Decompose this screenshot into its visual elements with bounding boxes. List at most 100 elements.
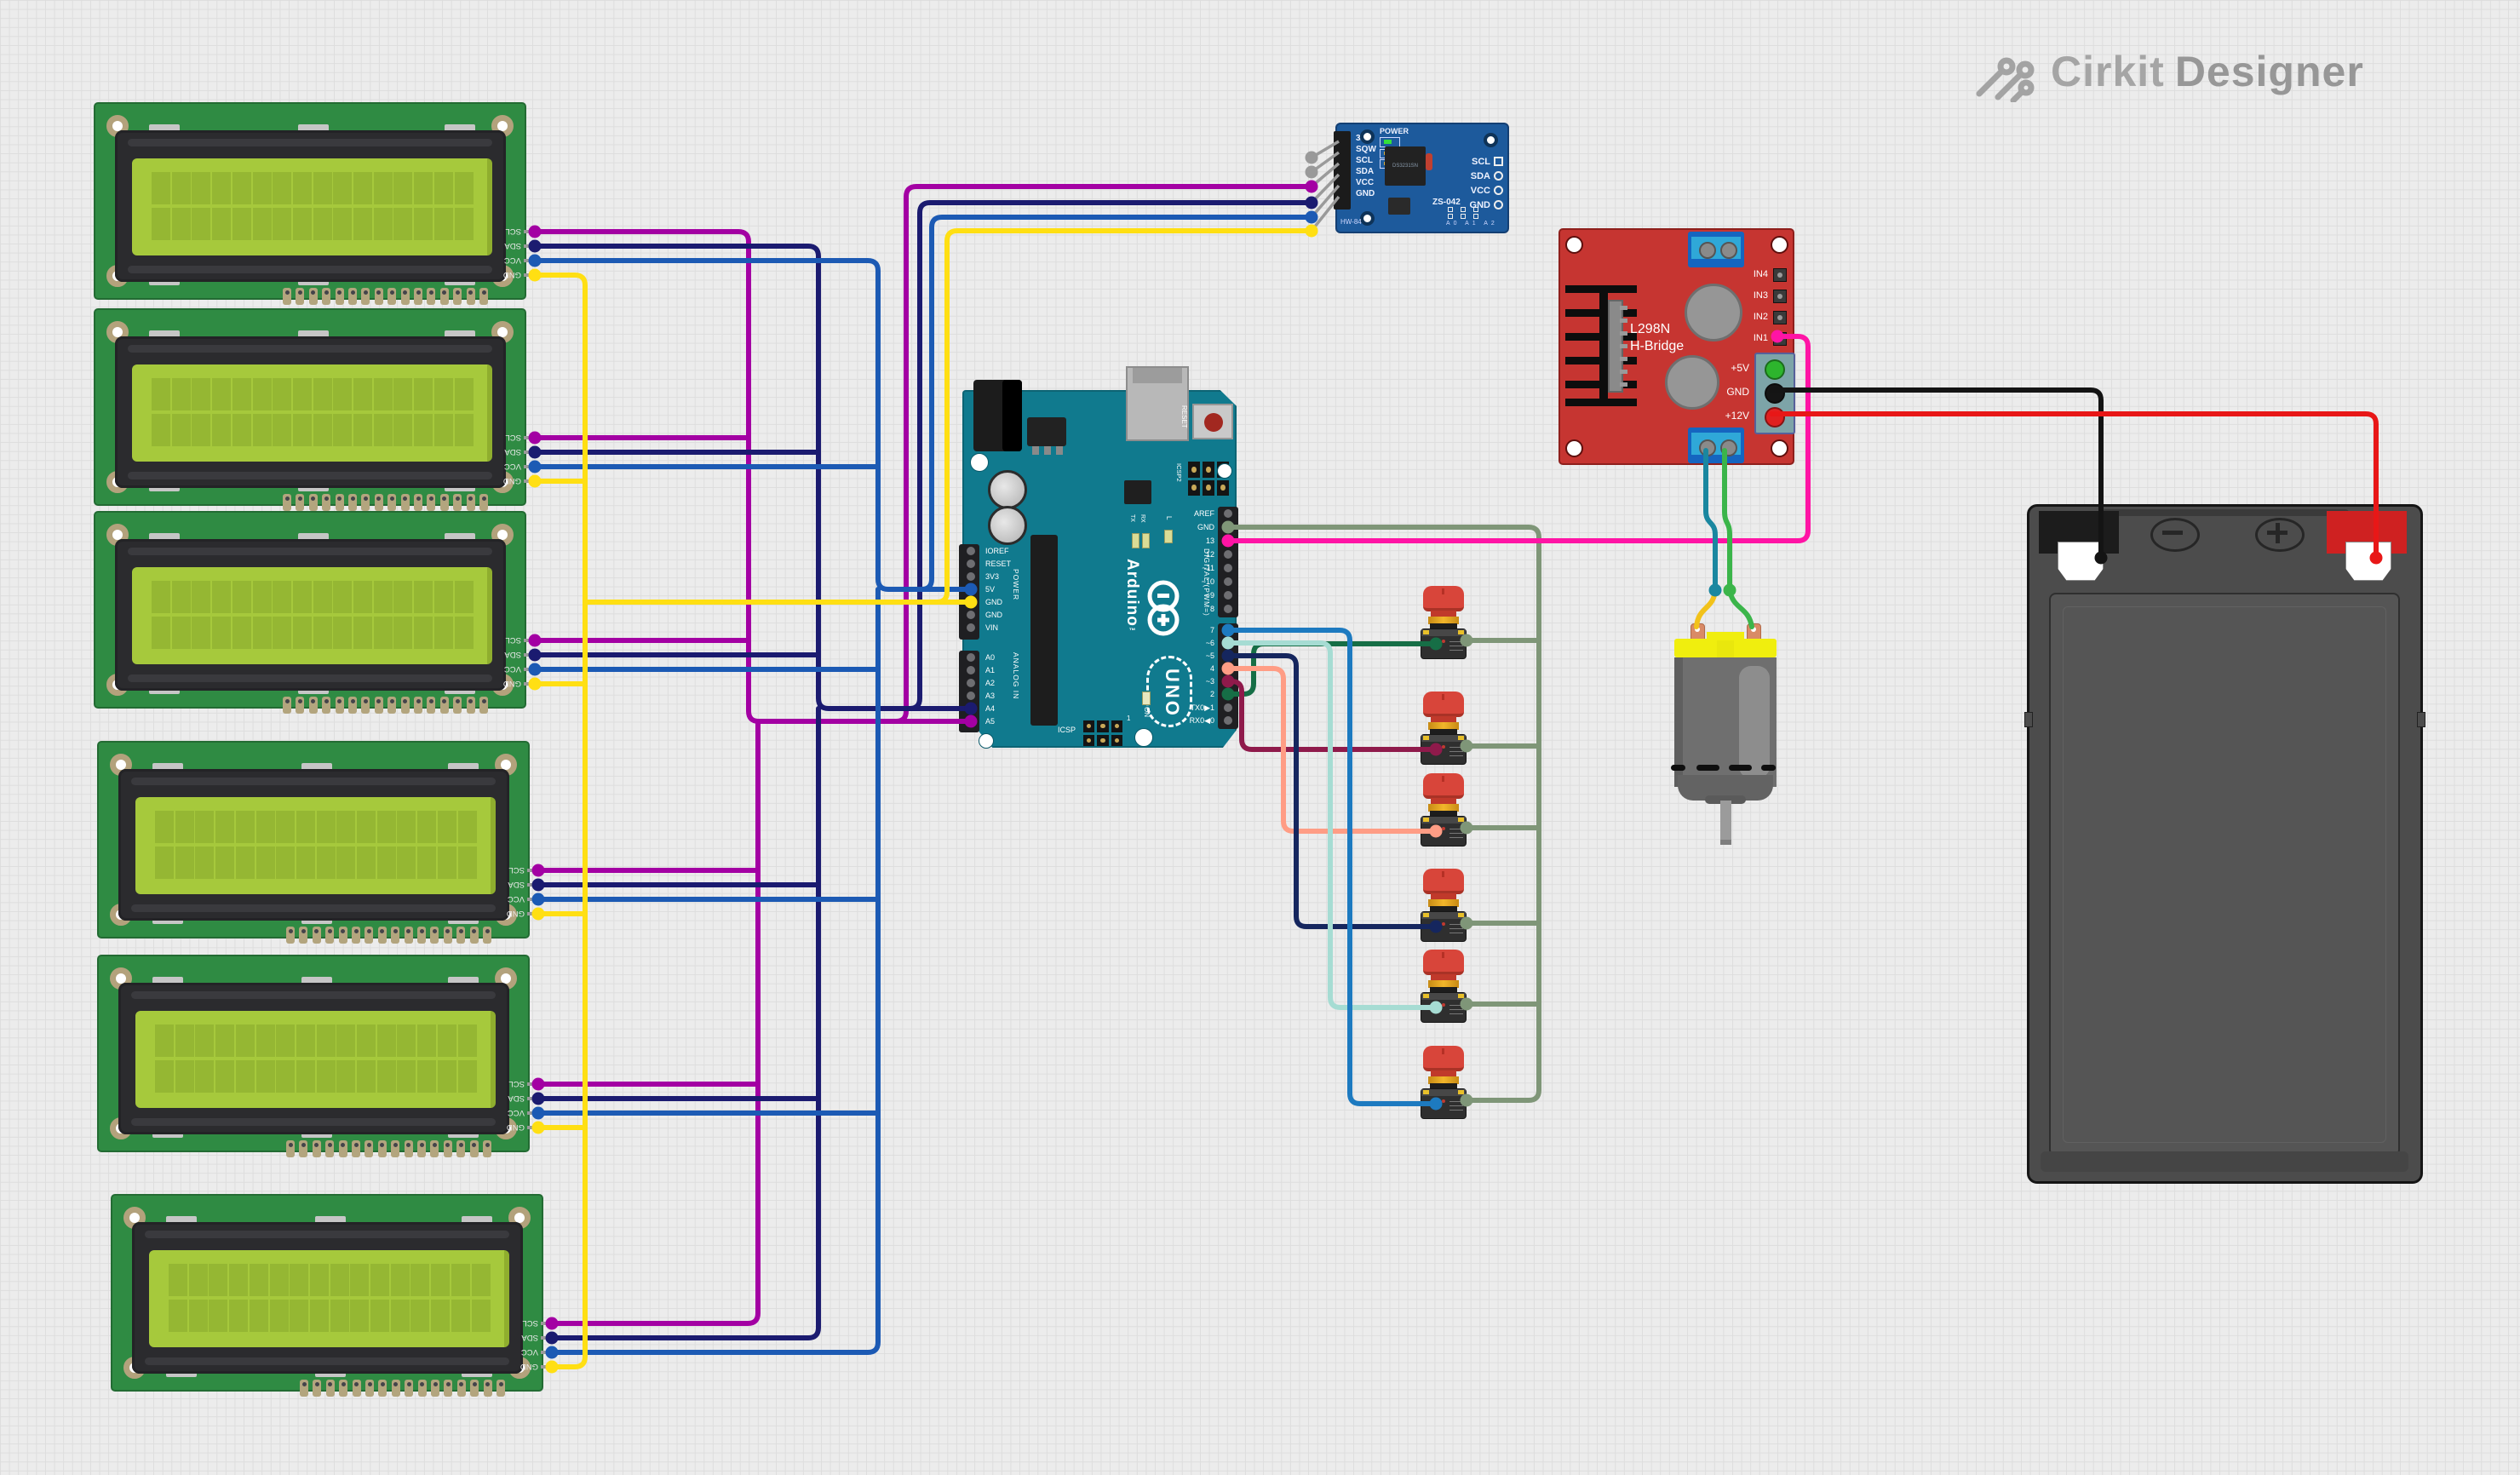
lcd-pin-label: SDA xyxy=(504,241,521,250)
lcd-char-cell xyxy=(192,617,211,649)
pin-label-analog: A3 xyxy=(985,692,996,700)
push-button-6[interactable] xyxy=(1420,1046,1467,1121)
lcd-char-cell xyxy=(333,378,353,410)
lcd-pin xyxy=(322,697,331,714)
l298n-in-pin[interactable] xyxy=(1773,311,1787,324)
wire-vcc-bus-lower[interactable] xyxy=(549,587,881,1355)
lcd-char-cell xyxy=(290,1300,309,1332)
wire-d3-btn2[interactable] xyxy=(1226,679,1438,752)
wire-d7-btn6[interactable] xyxy=(1226,628,1438,1106)
lcd-pin xyxy=(427,494,436,511)
lcd-pin xyxy=(431,1380,439,1397)
push-button-3[interactable] xyxy=(1420,773,1467,848)
bezel-tab xyxy=(315,1216,346,1224)
lcd-char-cell xyxy=(357,811,376,843)
wire-gnd-rtc[interactable] xyxy=(934,228,1314,605)
l298n-in-pin[interactable] xyxy=(1773,268,1787,282)
wire-battery-neg[interactable] xyxy=(1769,387,2104,560)
button-cap[interactable] xyxy=(1423,1046,1464,1071)
dc-motor[interactable] xyxy=(1669,618,1782,845)
lcd-screen xyxy=(132,364,492,462)
lcd-char-cell xyxy=(249,1300,268,1332)
lcd-char-cell xyxy=(336,847,356,879)
wire-scl-rtc[interactable] xyxy=(893,184,1314,724)
wire-sda-rtc[interactable] xyxy=(907,200,1314,711)
wire-vcc-bus-upper[interactable] xyxy=(532,258,973,592)
lcd-pin xyxy=(352,927,360,944)
button-cap[interactable] xyxy=(1423,950,1464,975)
bezel-tab xyxy=(166,1216,197,1224)
lcd-char-cell xyxy=(336,1060,356,1093)
wire-sda-bus-upper[interactable] xyxy=(532,244,973,711)
push-button-5[interactable] xyxy=(1420,950,1467,1024)
lcd-char-cell xyxy=(410,1300,430,1332)
push-button-4[interactable] xyxy=(1420,869,1467,944)
rtc-right-pad xyxy=(1494,200,1503,209)
lcd-char-cell xyxy=(353,172,372,204)
wire-d6-btn5[interactable] xyxy=(1226,640,1438,1010)
lcd-pin-label: SDA xyxy=(504,447,521,456)
lcd-char-cell xyxy=(273,617,292,649)
push-button-2[interactable] xyxy=(1420,692,1467,766)
on-label: ON xyxy=(1143,707,1151,717)
tx-label: TX xyxy=(1129,514,1135,522)
tx-led xyxy=(1132,533,1139,548)
mounting-hole xyxy=(1217,463,1232,479)
wire-battery-pos[interactable] xyxy=(1769,411,2379,560)
lcd-pin xyxy=(348,697,357,714)
rtc-module-ds3231[interactable]: 32KSQWSCLSDAVCCGND POWER DS3231SN ZS-042… xyxy=(1334,123,1509,233)
lcd-char-cell xyxy=(437,1024,456,1057)
lcd-char-cell xyxy=(457,811,477,843)
l298n-power-terminal[interactable] xyxy=(1765,359,1785,380)
pin-label-analog: A5 xyxy=(985,717,996,726)
l298n-power-terminal[interactable] xyxy=(1765,383,1785,404)
lcd-char-cell xyxy=(397,1024,416,1057)
lcd-pin xyxy=(348,494,357,511)
l298n-in-pin[interactable] xyxy=(1773,290,1787,303)
l298n-power-terminal[interactable] xyxy=(1765,407,1785,428)
lcd-pin xyxy=(286,927,295,944)
lcd-pin xyxy=(299,1140,308,1157)
lcd-char-cell xyxy=(397,1060,416,1093)
wire-d4-btn3[interactable] xyxy=(1226,666,1438,834)
lcd-char-cell xyxy=(152,208,170,240)
mounting-hole xyxy=(1484,133,1498,147)
wire-vcc-rtc[interactable] xyxy=(919,215,1314,592)
motor-terminal-a[interactable] xyxy=(1688,232,1744,267)
l298n-hbridge[interactable]: L298N H-Bridge IN4 IN3 IN2 IN1 +5V GND +… xyxy=(1558,228,1795,465)
motor-terminal-b[interactable] xyxy=(1688,428,1744,463)
button-cap[interactable] xyxy=(1423,692,1464,717)
lcd-pin-label: VCC xyxy=(503,664,521,674)
button-cap[interactable] xyxy=(1423,586,1464,611)
pin-label-power: GND xyxy=(985,598,1002,606)
button-cap[interactable] xyxy=(1423,869,1464,894)
on-led xyxy=(1142,692,1151,705)
reset-button[interactable] xyxy=(1192,404,1233,439)
pin-label-digital: 4 xyxy=(1209,664,1214,673)
button-cap[interactable] xyxy=(1423,773,1464,799)
wire-gnd-bus[interactable] xyxy=(532,273,588,1369)
wire-sda-bus-lower[interactable] xyxy=(549,706,821,1340)
lcd-pin xyxy=(361,494,370,511)
battery-12v[interactable] xyxy=(2024,504,2425,1184)
wire-button-gnd-bus[interactable] xyxy=(1226,525,1541,1103)
push-button-1[interactable] xyxy=(1420,586,1467,661)
wire-pin13-in1[interactable] xyxy=(1226,334,1811,543)
wire-d5-btn4[interactable] xyxy=(1226,653,1438,929)
lcd-char-cell xyxy=(276,811,296,843)
lcd-char-cell xyxy=(212,617,232,649)
wire-scl-bus-upper[interactable] xyxy=(532,229,973,724)
lcd-pin xyxy=(404,1140,413,1157)
wire-scl-bus-lower[interactable] xyxy=(549,719,761,1326)
wire-motor-a[interactable] xyxy=(1703,448,1718,593)
arduino-uno[interactable]: RESET ICSP2 TX RX L Arduino™ UNO DIGITAL… xyxy=(959,366,1238,749)
lcd-char-cell xyxy=(292,617,312,649)
wire-motor-b[interactable] xyxy=(1722,448,1732,593)
